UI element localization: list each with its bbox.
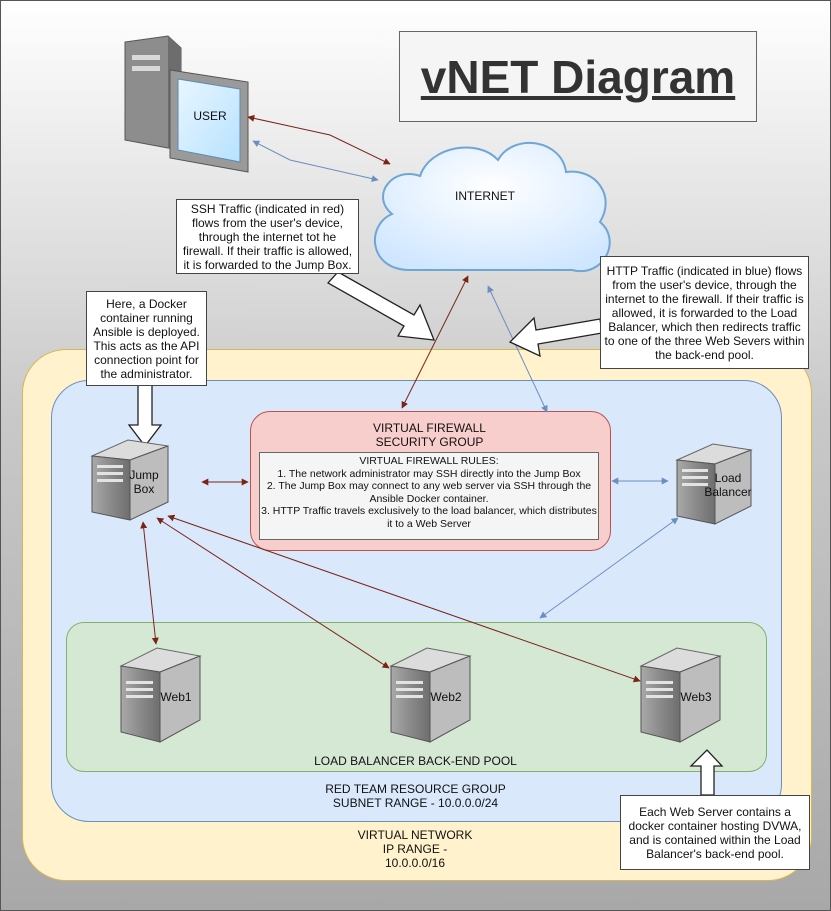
- internet-cloud-icon: [374, 142, 611, 273]
- load-balancer-label: Load Balancer: [704, 471, 752, 499]
- vnet-ip-range: 10.0.0.0/16: [384, 856, 446, 870]
- title-box: vNET Diagram: [399, 31, 757, 122]
- firewall-rule-1: 1. The network administrator may SSH dir…: [277, 467, 581, 480]
- firewall-rules-heading: VIRTUAL FIREWALL RULES:: [359, 455, 499, 467]
- webserver-block-arrow: [689, 749, 724, 796]
- subnet-range: SUBNET RANGE - 10.0.0.0/24: [332, 796, 499, 810]
- http-traffic-note: HTTP Traffic (indicated in blue) flows f…: [600, 256, 809, 369]
- load-balancer-server-icon: [675, 443, 753, 525]
- docker-note: Here, a Docker container running Ansible…: [86, 291, 207, 386]
- http-block-arrow: [508, 316, 603, 358]
- web1-server-icon: [119, 647, 202, 743]
- vnet-ip-range-label: IP RANGE -: [382, 842, 448, 856]
- web2-label: Web2: [430, 690, 462, 704]
- docker-block-arrow: [127, 383, 163, 448]
- firewall-title: VIRTUAL FIREWALL SECURITY GROUP: [250, 421, 609, 449]
- user-workstation-icon: [124, 35, 249, 173]
- vnet-label: VIRTUAL NETWORK IP RANGE - 10.0.0.0/16: [300, 828, 530, 870]
- web3-server-icon: [639, 647, 722, 743]
- resource-group-label: RED TEAM RESOURCE GROUP SUBNET RANGE - 1…: [51, 782, 780, 810]
- firewall-title-line2: SECURITY GROUP: [375, 435, 484, 449]
- firewall-title-line1: VIRTUAL FIREWALL: [373, 421, 486, 435]
- web2-server-icon: [389, 647, 472, 743]
- web3-label: Web3: [680, 690, 712, 704]
- internet-label: INTERNET: [455, 189, 515, 203]
- resource-group-name: RED TEAM RESOURCE GROUP: [325, 782, 506, 796]
- jump-box-server-icon: [90, 439, 169, 521]
- pool-label: LOAD BALANCER BACK-END POOL: [314, 754, 517, 768]
- ssh-traffic-note: SSH Traffic (indicated in red) flows fro…: [176, 199, 359, 274]
- user-label: USER: [193, 109, 227, 123]
- jump-box-label: Jump Box: [129, 468, 159, 496]
- page-title: vNET Diagram: [420, 50, 736, 103]
- firewall-rule-2: 2. The Jump Box may connect to any web s…: [266, 480, 592, 505]
- web1-label: Web1: [160, 690, 192, 704]
- vnet-name: VIRTUAL NETWORK: [357, 828, 473, 842]
- ssh-block-arrow: [326, 271, 436, 341]
- webserver-note: Each Web Server contains a docker contai…: [620, 795, 810, 870]
